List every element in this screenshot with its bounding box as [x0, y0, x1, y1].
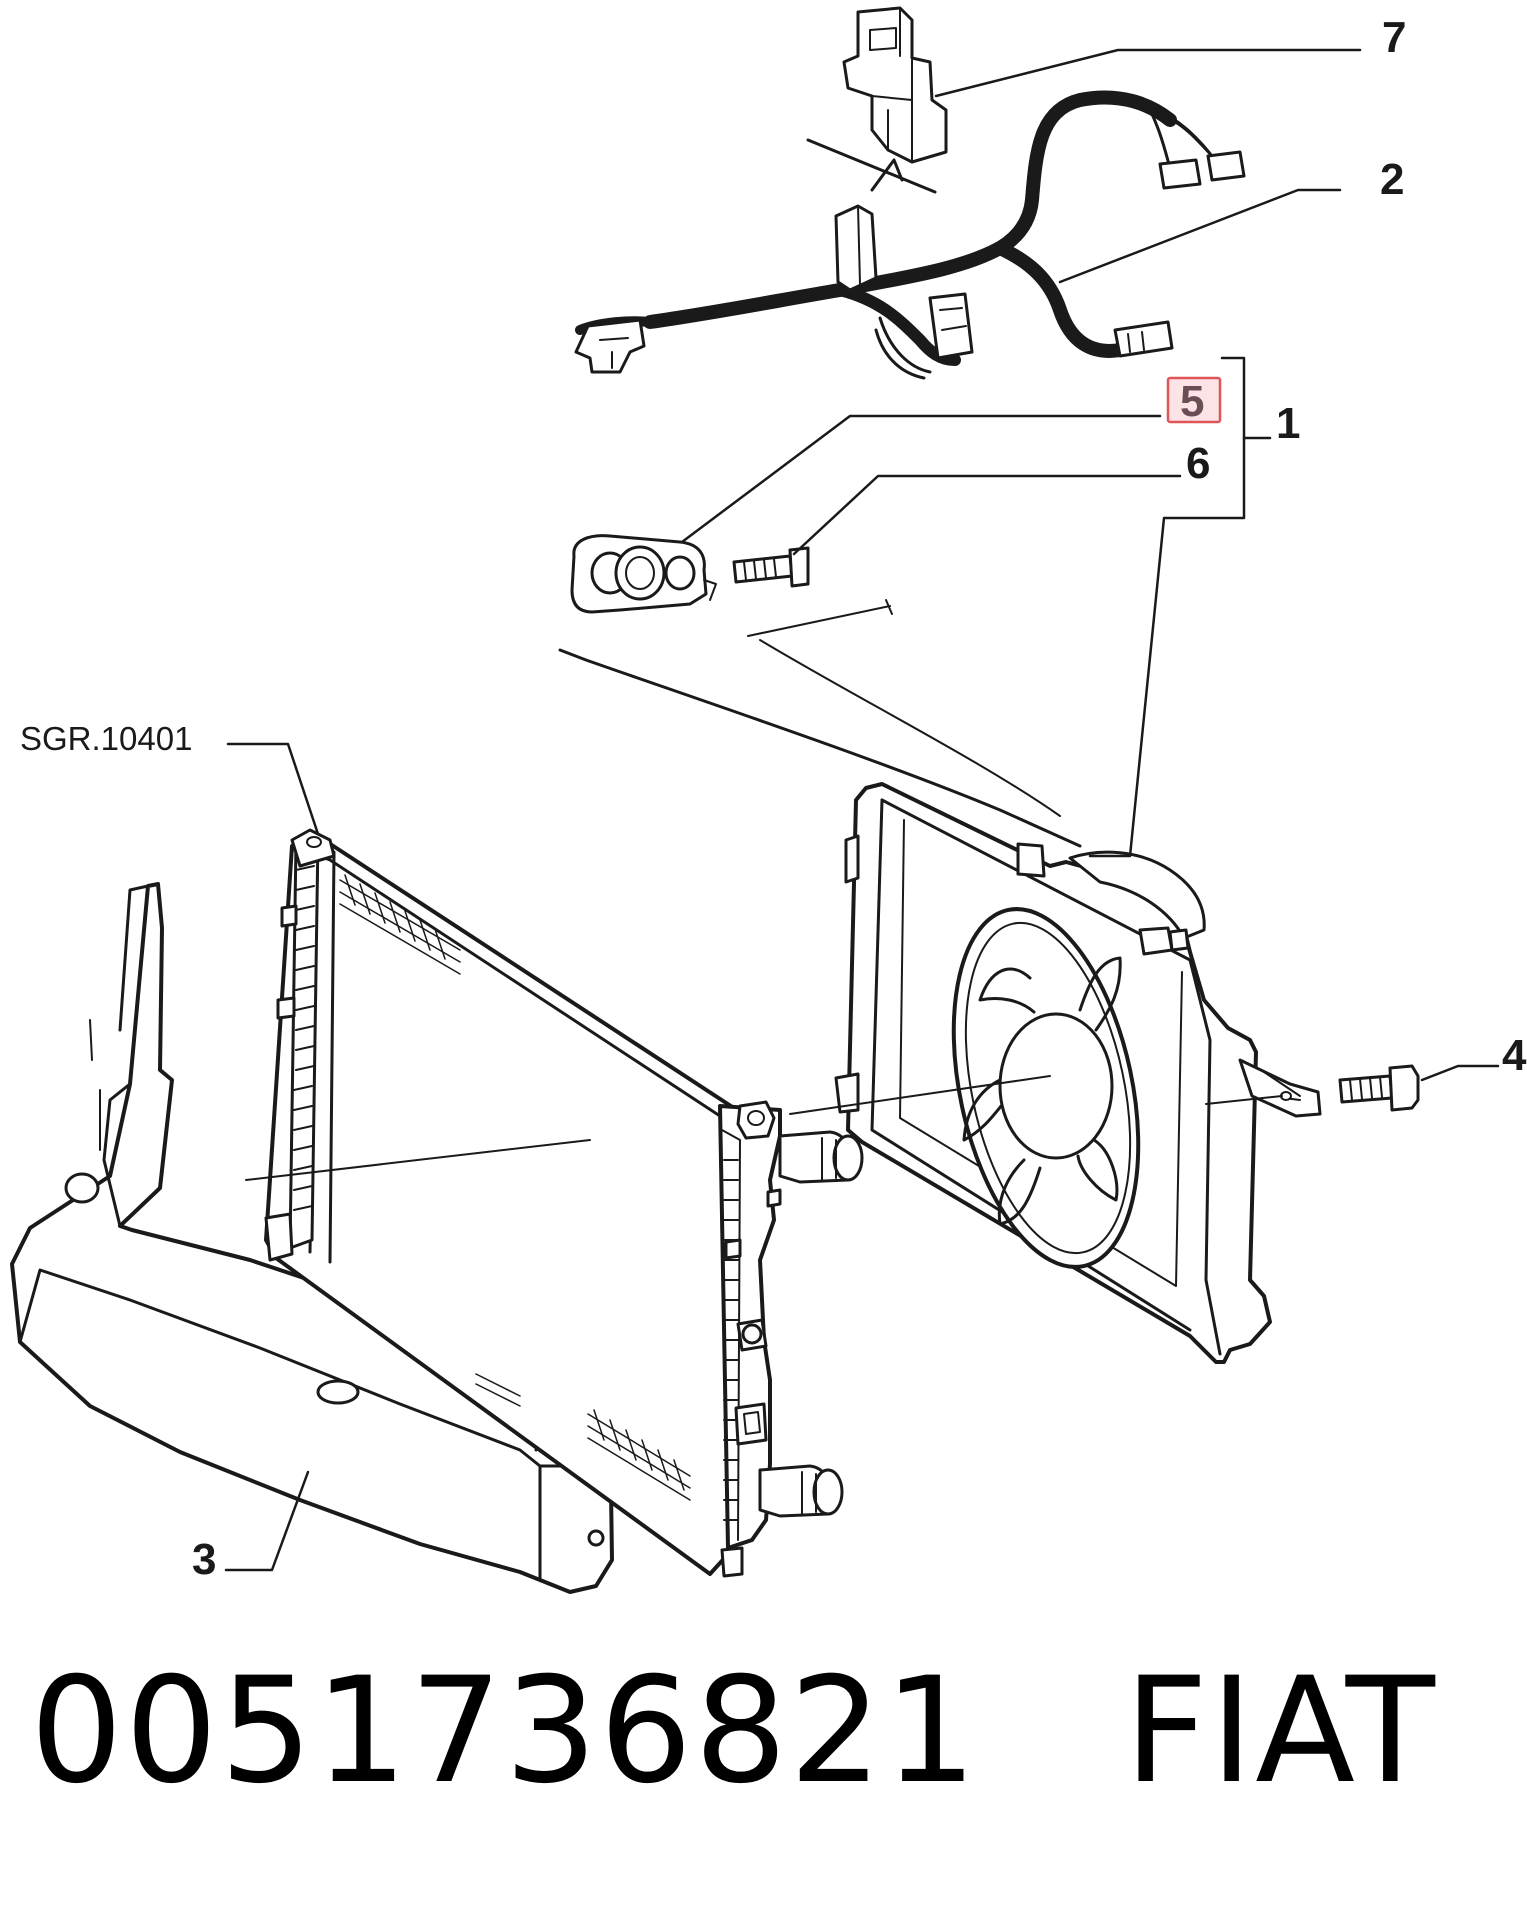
caption-spacer — [979, 1646, 1124, 1816]
callout-7: 7 — [1382, 13, 1406, 62]
callout-2: 2 — [1380, 155, 1404, 204]
part-4-screw — [1338, 1064, 1420, 1112]
callout-3: 3 — [192, 1535, 216, 1584]
callout-1: 1 — [1276, 399, 1300, 448]
part-2-wiring-harness — [574, 90, 1246, 380]
highlight-box — [1166, 376, 1222, 424]
radiator-core — [264, 828, 864, 1578]
callout-5: 5 — [1180, 377, 1204, 426]
part-number: 0051736821 — [30, 1646, 979, 1816]
fan-assembly — [834, 782, 1322, 1364]
callout-4: 4 — [1502, 1031, 1527, 1080]
part-7-connector-clip — [842, 6, 948, 164]
brand-name: FIAT — [1124, 1646, 1437, 1816]
leader-lines — [224, 48, 1500, 1572]
footer-caption: 0051736821 FIAT — [30, 1658, 1437, 1804]
reference-group-label: SGR.10401 — [20, 720, 192, 757]
part-6-screw — [732, 546, 810, 588]
callout-6: 6 — [1186, 439, 1210, 488]
section-break-lines — [558, 138, 1082, 848]
part-5-fan-resistor — [570, 534, 717, 614]
